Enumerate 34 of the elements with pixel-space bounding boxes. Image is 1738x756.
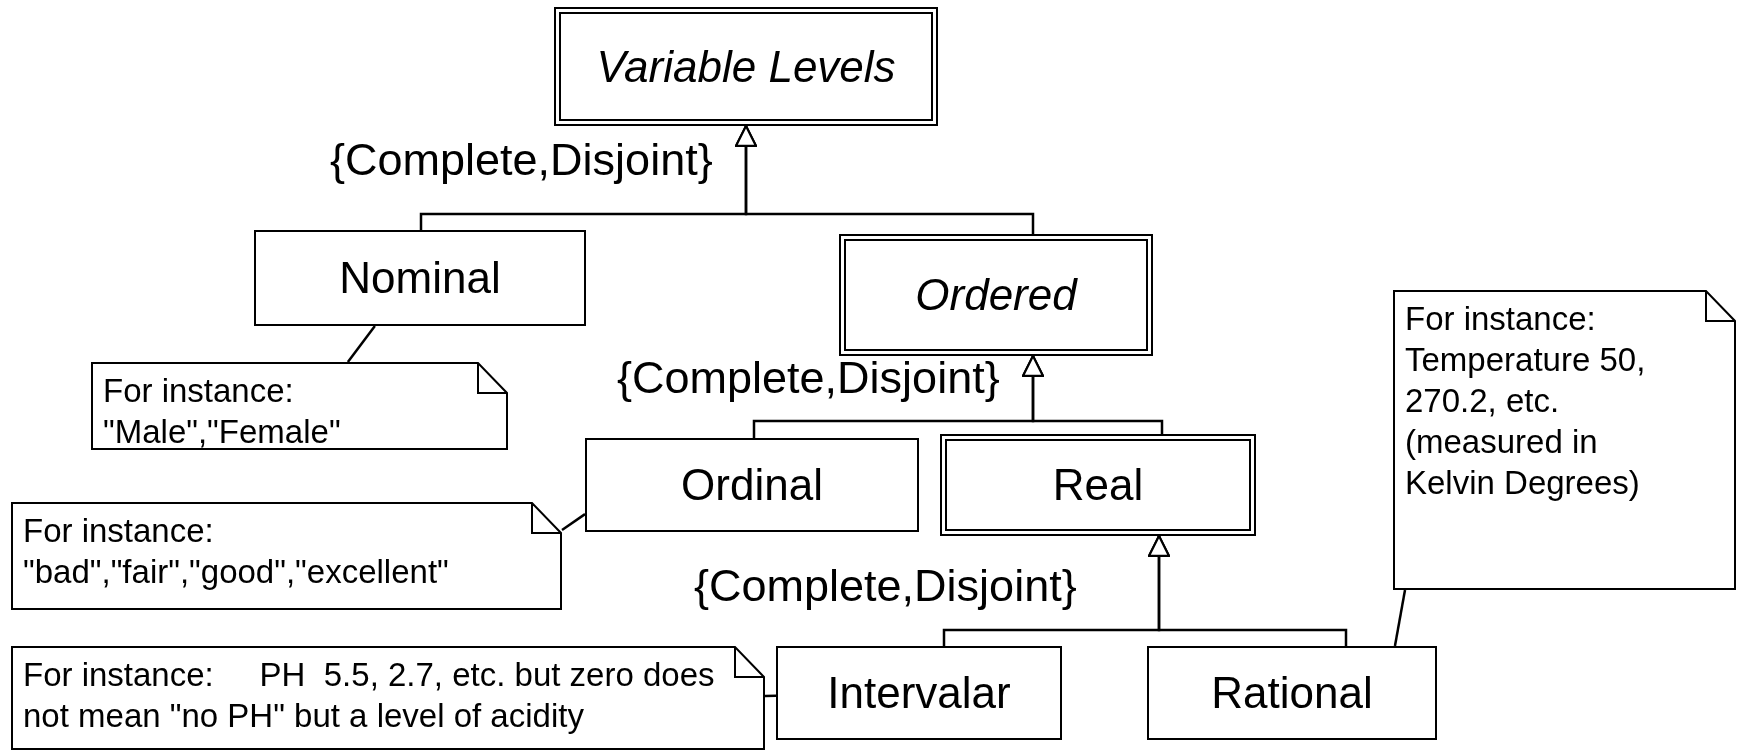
class-name: Intervalar	[827, 667, 1011, 719]
class-box	[776, 646, 1062, 740]
generalization-arrow	[735, 124, 1035, 234]
note-text: "bad","fair","good","excellent"	[23, 552, 450, 592]
class-box	[254, 230, 586, 326]
constraint-label: {Complete,Disjoint}	[617, 352, 1000, 404]
class-box	[940, 434, 1256, 536]
class-name: Real	[1052, 459, 1144, 511]
leader-line	[346, 325, 376, 363]
class-box	[554, 7, 938, 126]
note-box	[91, 362, 508, 450]
note-text: For instance:	[23, 511, 215, 551]
generalization-arrow	[1148, 534, 1348, 646]
note-box	[1393, 290, 1736, 590]
note-text: Temperature 50, 270.2, etc. (measured in Kelvin Degrees)	[1405, 340, 1647, 503]
note-text: "Male","Female"	[103, 412, 342, 452]
class-box	[839, 234, 1153, 356]
class-name: Variable Levels	[596, 40, 896, 93]
class-box	[1147, 646, 1437, 740]
note-box	[11, 502, 562, 610]
note-text: For instance:	[1405, 299, 1597, 339]
class-box	[585, 438, 919, 532]
constraint-label: {Complete,Disjoint}	[330, 134, 713, 186]
leader-line	[561, 513, 586, 532]
note-box	[11, 646, 765, 750]
class-name: Ordinal	[681, 459, 823, 511]
constraint-label: {Complete,Disjoint}	[694, 560, 1077, 612]
class-name: Rational	[1211, 667, 1373, 719]
class-name: Nominal	[339, 252, 501, 304]
leader-line	[1393, 589, 1407, 647]
generalization-arrow	[1022, 354, 1164, 434]
note-text: For instance:	[103, 371, 295, 411]
note-text: For instance: PH 5.5, 2.7, etc. but zero does not mean "no PH" but a level of acidity	[23, 655, 716, 736]
class-name: Ordered	[915, 269, 1077, 321]
